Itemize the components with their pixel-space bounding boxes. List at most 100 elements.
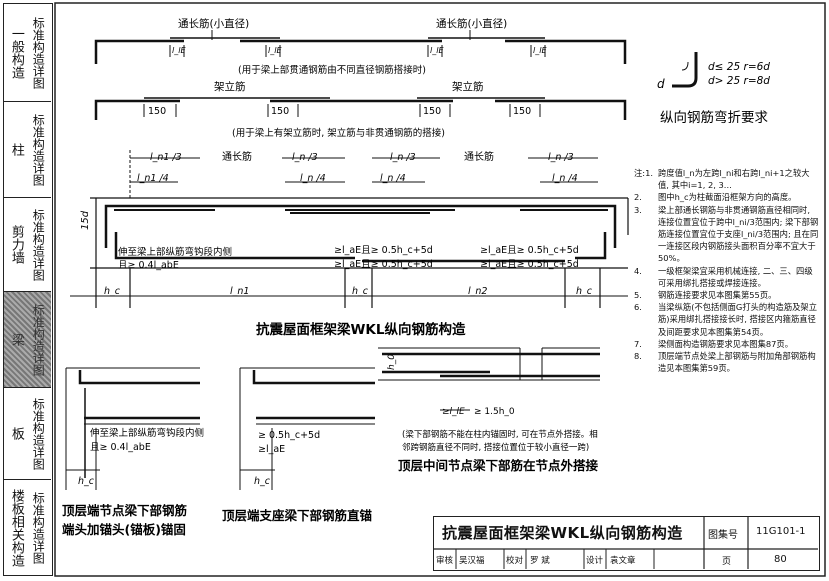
- dim-15d: 15d: [80, 210, 91, 230]
- detail3-title: 顶层中间节点梁下部筋在节点外搭接: [398, 458, 599, 473]
- dim-ln-3: l_n /3: [292, 152, 318, 163]
- review-label: 审核: [436, 556, 454, 566]
- note-number: 注:1.: [634, 168, 654, 178]
- lap-dim-c: ≥l_aE且≥ 0.5h_c+5d: [480, 245, 579, 256]
- anchor-note-line2: 且≥ 0.4l_abE: [118, 260, 179, 271]
- dim-ln-3: l_n /3: [390, 152, 416, 163]
- dim-ln-3: l_n /3: [548, 152, 574, 163]
- dim-hc: h_c: [576, 286, 593, 297]
- detail3-note-2: 邻跨钢筋直径不同时, 搭接位置位于较小直径一跨): [402, 442, 589, 453]
- sidebar-tab-subtitle: 标准构造详图: [31, 491, 46, 564]
- dim-ln-4: l_n /4: [380, 173, 406, 184]
- dim-150: 150: [271, 106, 289, 117]
- dim-lle: l_lE: [533, 46, 547, 55]
- detail1-hc: h_c: [78, 476, 95, 487]
- note-text: 钢筋连接要求见本图集第55页。: [658, 290, 777, 301]
- sidebar-tab-column[interactable]: 柱 标准构造详图: [4, 102, 51, 198]
- sidebar-tab-subtitle: 标准构造详图: [31, 303, 46, 376]
- label-erection-bar-left: 架立筋: [214, 80, 246, 93]
- sidebar-tab-general[interactable]: 一般构造 标准构造详图: [4, 4, 51, 102]
- bend-rule-2: d> 25 r=8d: [708, 75, 770, 87]
- sidebar-tab-shearwall[interactable]: 剪力墙 标准构造详图: [4, 198, 51, 292]
- detail3-note-1: (梁下部钢筋不能在柱内锚固时, 可在节点外搭接。相: [402, 429, 598, 440]
- detail3-15h0: ≥ 1.5h_0: [474, 407, 515, 417]
- anchor-note-line1: 伸至梁上部纵筋弯钩段内侧: [118, 246, 232, 258]
- detail3-h0: h_0: [387, 354, 397, 370]
- detail1-title-1: 顶层端节点梁下部钢筋: [62, 503, 188, 518]
- note-number: 5.: [634, 290, 642, 301]
- lap-dim-d: ≥l_aE且≥ 0.5h_c+5d: [480, 259, 579, 270]
- dim-ln-4: l_n /4: [300, 173, 326, 184]
- detail3-lle: ≥l_lE: [442, 407, 465, 417]
- dim-ln1-3: l_n1 /3: [150, 152, 182, 163]
- lap-dim-b: ≥l_aE且≥ 0.5h_c+5d: [334, 259, 433, 270]
- check-label: 校对: [506, 556, 524, 566]
- note-text: 一级框架梁宜采用机械连接, 二、三、四级可采用绑扎搭接或焊接连接。: [658, 265, 813, 288]
- review-name: 吴汉福: [459, 556, 485, 566]
- bend-requirement: d d≤ 25 r=6d d> 25 r=8d 纵向钢筋弯折要求: [657, 52, 770, 126]
- design-name: 袁文章: [610, 556, 636, 566]
- bend-d-label: d: [657, 77, 665, 91]
- sidebar-tab-title: 一般构造: [8, 26, 24, 79]
- detail1-note-1: 伸至梁上部纵筋弯钩段内侧: [90, 427, 204, 439]
- lap-detail-erection-bar: 架立筋 架立筋 150 150 150 150 (用于梁上有架立筋时, 架立筋与…: [94, 80, 627, 139]
- note-text: 当梁纵筋(不包括侧面G打头的构造筋及架立筋)采用绑扎搭接接长时, 搭接区内箍筋直…: [658, 302, 818, 337]
- chapter-sidebar: 一般构造 标准构造详图 柱 标准构造详图 剪力墙 标准构造详图 梁 标准构造详图…: [3, 3, 53, 576]
- note-item: 注:1.跨度值l_n为左跨l_ni和右跨l_ni+1之较大值, 其中i=1, 2…: [634, 167, 820, 191]
- dim-lle: l_lE: [430, 46, 444, 55]
- note-number: 4.: [634, 265, 642, 276]
- note-number: 7.: [634, 338, 642, 349]
- caption-lap-different-diameter: (用于梁上部贯通钢筋由不同直径钢筋搭接时): [238, 64, 426, 76]
- page-label: 页: [722, 557, 732, 567]
- detail2-note-2: ≥l_aE: [258, 444, 285, 455]
- label-through-bar-left: 通长筋(小直径): [178, 17, 249, 30]
- dim-ln1-4: l_n1 /4: [137, 173, 169, 184]
- note-text: 图中h_c为柱截面沿框架方向的高度。: [658, 192, 797, 203]
- note-item: 5. 钢筋连接要求见本图集第55页。: [634, 289, 820, 301]
- detail2-note-1: ≥ 0.5h_c+5d: [258, 430, 320, 441]
- dim-ln2: l_n2: [468, 286, 487, 297]
- label-through-bar: 通长筋: [464, 150, 494, 163]
- atlas-number: 11G101-1: [756, 526, 806, 537]
- main-beam-diagram: l_n1 /3 l_n1 /4 通长筋 l_n /3 l_n /4 l_n /3…: [70, 150, 629, 338]
- dim-hc: h_c: [104, 286, 121, 297]
- sidebar-tab-beam[interactable]: 梁 标准构造详图: [4, 292, 51, 388]
- detail-straight-anchor: ≥ 0.5h_c+5d ≥l_aE h_c 顶层端支座梁下部钢筋直锚: [222, 367, 375, 523]
- sidebar-tab-subtitle: 标准构造详图: [31, 16, 46, 89]
- label-through-bar-right: 通长筋(小直径): [436, 17, 507, 30]
- detail2-title: 顶层端支座梁下部钢筋直锚: [222, 508, 373, 523]
- bend-rule-1: d≤ 25 r=6d: [708, 61, 770, 73]
- dim-lle: l_lE: [172, 46, 186, 55]
- caption-erection-bar-lap: (用于梁上有架立筋时, 架立筋与非贯通钢筋的搭接): [232, 127, 445, 139]
- sidebar-tab-slab[interactable]: 板 标准构造详图: [4, 388, 51, 480]
- detail-lap-outside-joint: h_0 ≥l_lE ≥ 1.5h_0 (梁下部钢筋不能在柱内锚固时, 可在节点外…: [378, 347, 600, 473]
- note-item: 3.梁上部通长钢筋与非贯通钢筋直径相同时, 连接位置宜位于跨中l_ni/3范围内…: [634, 204, 820, 265]
- dim-ln-4: l_n /4: [552, 173, 578, 184]
- note-number: 6.: [634, 302, 642, 313]
- sidebar-tab-title: 柱: [8, 143, 24, 156]
- detail1-note-2: 且≥ 0.4l_abE: [90, 442, 151, 453]
- title-block: 抗震屋面框架梁WKL纵向钢筋构造 图集号 11G101-1 审核 吴汉福 校对 …: [433, 516, 820, 571]
- sidebar-tab-slab-related[interactable]: 楼板相关构造 标准构造详图: [4, 480, 51, 575]
- label-erection-bar-right: 架立筋: [452, 80, 484, 93]
- dim-ln1: l_n1: [230, 286, 249, 297]
- bend-title: 纵向钢筋弯折要求: [660, 109, 768, 126]
- dim-150: 150: [513, 106, 531, 117]
- design-label: 设计: [586, 556, 604, 566]
- sidebar-tab-title: 梁: [8, 333, 24, 346]
- main-title: 抗震屋面框架梁WKL纵向钢筋构造: [256, 321, 466, 338]
- note-item: 2. 图中h_c为柱截面沿框架方向的高度。: [634, 191, 820, 203]
- note-text: 梁上部通长钢筋与非贯通钢筋直径相同时, 连接位置宜位于跨中l_ni/3范围内; …: [658, 204, 819, 264]
- note-number: 2.: [634, 192, 642, 203]
- check-name: 罗 斌: [530, 556, 550, 566]
- note-item: 7.梁侧面构造钢筋要求见本图集87页。: [634, 338, 820, 350]
- lap-dim-a: ≥l_aE且≥ 0.5h_c+5d: [334, 245, 433, 256]
- sheet-title: 抗震屋面框架梁WKL纵向钢筋构造: [442, 524, 683, 542]
- sidebar-tab-subtitle: 标准构造详图: [31, 397, 46, 470]
- sidebar-tab-title: 楼板相关构造: [8, 488, 24, 567]
- page-number: 80: [774, 554, 787, 565]
- note-item: 4. 一级框架梁宜采用机械连接, 二、三、四级可采用绑扎搭接或焊接连接。: [634, 265, 820, 289]
- dim-hc: h_c: [352, 286, 369, 297]
